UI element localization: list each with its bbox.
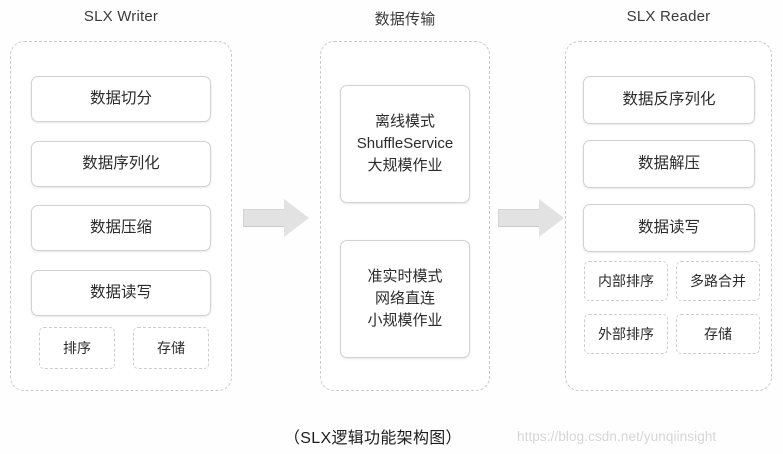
card-data-partition[interactable]: 数据切分 — [31, 76, 211, 122]
card-near-realtime-mode-line-1: 准实时模式 — [367, 268, 443, 286]
card-near-realtime-mode-line-3: 小规模作业 — [367, 311, 443, 329]
card-near-realtime-mode[interactable]: 准实时模式 网络直连 小规模作业 — [340, 240, 470, 358]
arrow-shaft — [243, 209, 285, 227]
card-offline-mode-line-1: 离线模式 — [374, 113, 435, 131]
card-data-read-write[interactable]: 数据读写 — [31, 270, 211, 316]
arrow-head-icon — [284, 199, 309, 237]
chip-multiway-merge[interactable]: 多路合并 — [676, 261, 760, 301]
card-reader-data-read-write[interactable]: 数据读写 — [583, 204, 755, 252]
card-data-serialization[interactable]: 数据序列化 — [31, 141, 211, 187]
card-offline-mode[interactable]: 离线模式 ShuffleService 大规模作业 — [340, 85, 470, 203]
card-data-deserialization[interactable]: 数据反序列化 — [583, 76, 755, 124]
chip-reader-storage[interactable]: 存储 — [676, 314, 760, 354]
card-near-realtime-mode-line-2: 网络直连 — [374, 290, 435, 308]
watermark: https://blog.csdn.net/yunqiinsight — [517, 429, 717, 444]
arrow-writer-to-transfer — [243, 199, 309, 237]
column-title-slx-reader: SLX Reader — [626, 8, 711, 25]
chip-internal-sort[interactable]: 内部排序 — [584, 261, 668, 301]
card-offline-mode-line-3: 大规模作业 — [367, 156, 443, 174]
card-offline-mode-line-2: ShuffleService — [356, 135, 454, 153]
arrow-shaft — [498, 209, 540, 227]
diagram-caption: （SLX逻辑功能架构图） — [284, 430, 462, 447]
card-data-decompression[interactable]: 数据解压 — [583, 140, 755, 188]
chip-sort[interactable]: 排序 — [39, 327, 115, 369]
arrow-head-icon — [539, 199, 564, 237]
chip-storage[interactable]: 存储 — [133, 327, 209, 369]
chip-external-sort[interactable]: 外部排序 — [584, 314, 668, 354]
card-data-compression[interactable]: 数据压缩 — [31, 205, 211, 251]
column-title-data-transfer: 数据传输 — [374, 11, 436, 28]
column-title-slx-writer: SLX Writer — [83, 8, 159, 25]
arrow-transfer-to-reader — [498, 199, 564, 237]
